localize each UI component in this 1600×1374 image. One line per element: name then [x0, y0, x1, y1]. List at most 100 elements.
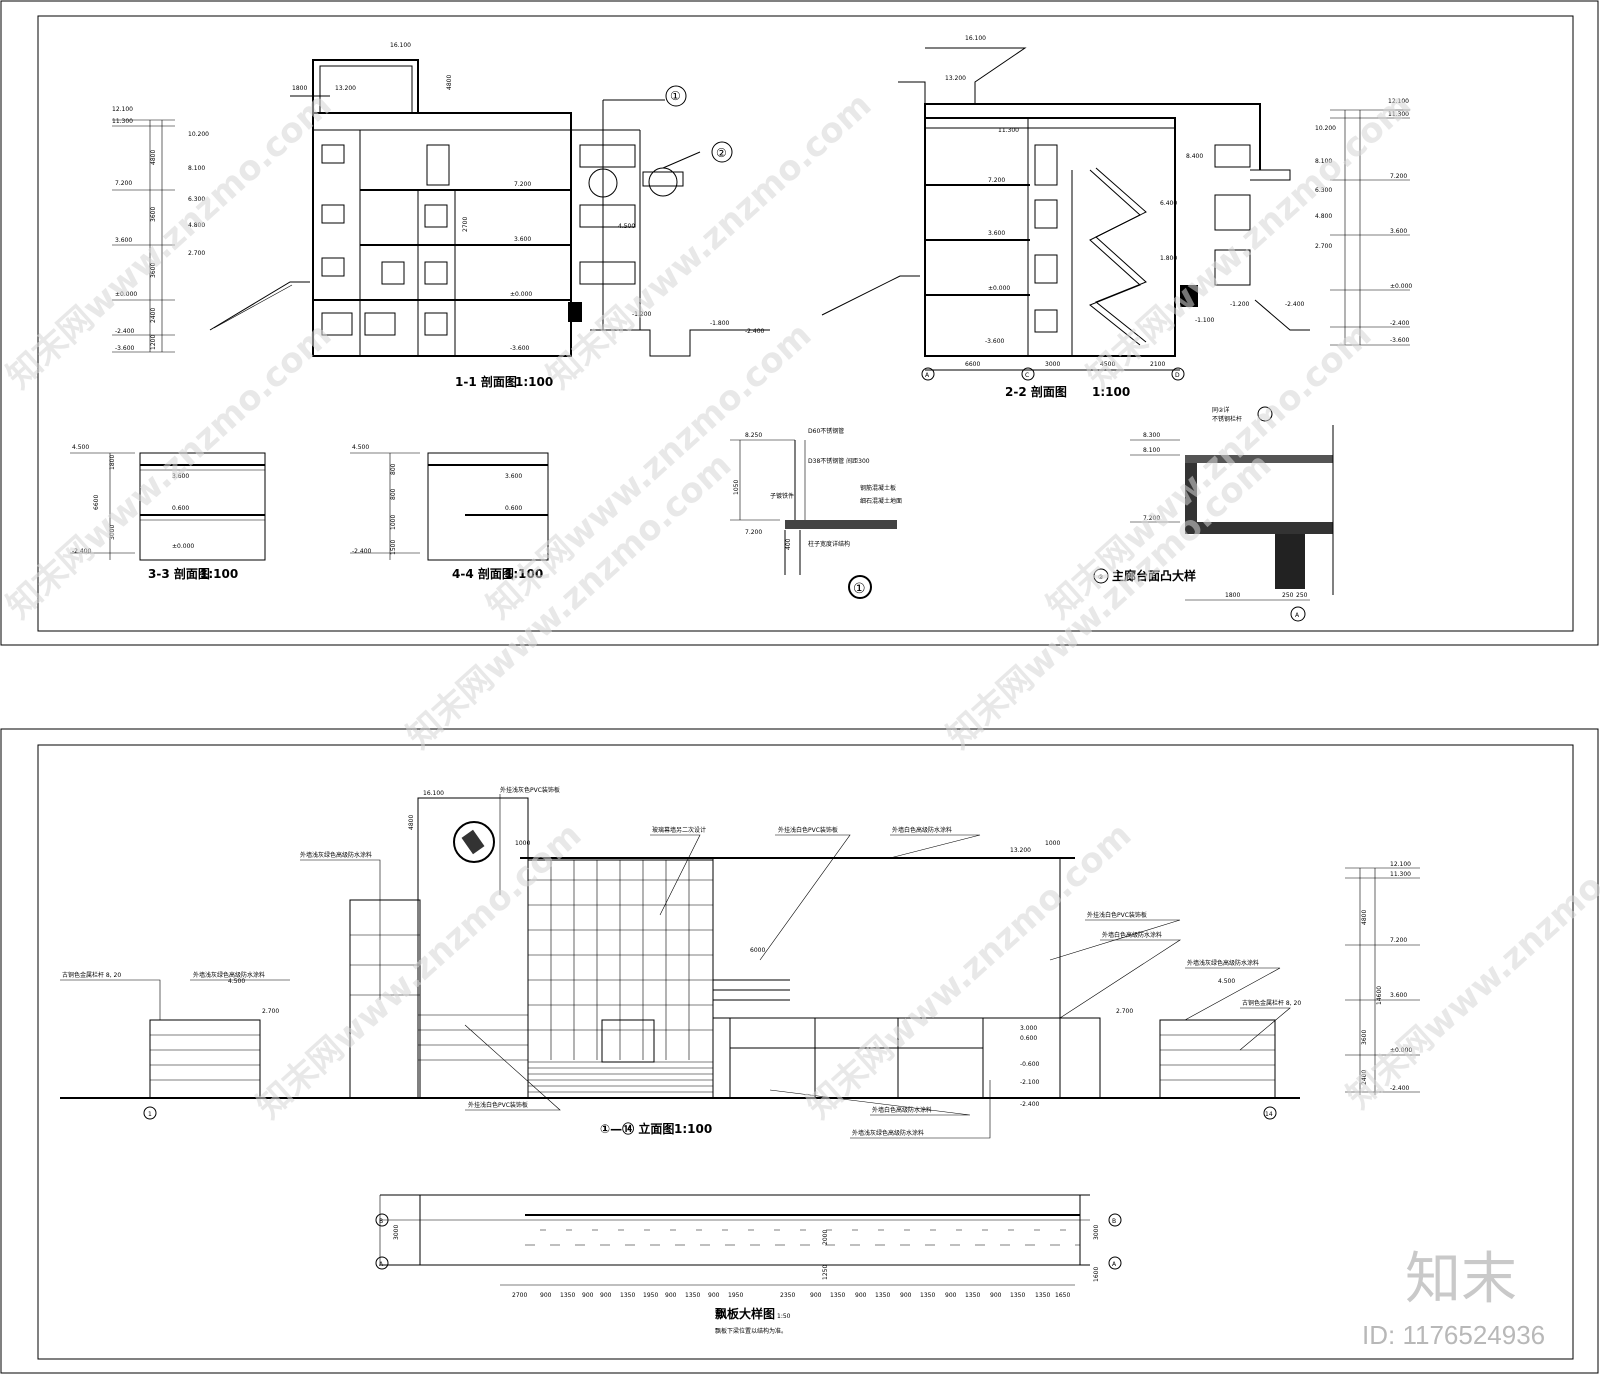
d2-title: 主廊台面凸大样	[1112, 568, 1196, 583]
detail-1: 8.250 7.200 1050 400 D60不锈钢管 D38不锈钢管 间距3…	[730, 427, 902, 599]
elev-lv-3: 2.700	[262, 1008, 279, 1015]
s33-lv-0: 4.500	[72, 444, 89, 451]
s11-elev-6: 4.800	[188, 222, 205, 229]
s22-stair-flights	[1089, 167, 1147, 346]
elev-note-6: 外挂浅白色PVC装饰板	[1087, 911, 1147, 919]
canopy-dim-21: 1350	[1010, 1292, 1025, 1299]
canopy-dim-10: 1950	[728, 1292, 743, 1299]
section-4-4: 4.500 3.600 0.600 -2.400 800 800 1000 15…	[350, 444, 549, 581]
d2-mark: ②	[1098, 574, 1104, 581]
canopy-scale: 1:50	[777, 1313, 791, 1320]
s11-elev-7: 3.600	[115, 237, 132, 244]
elev-lv-10: 4.500	[1218, 978, 1235, 985]
s44-lv-0: 4.500	[352, 444, 369, 451]
s44-dim-1: 800	[390, 488, 397, 500]
elev-lv-8: -2.100	[1020, 1079, 1040, 1086]
section-3-3: 4.500 3.600 0.600 ±0.000 -2.400 1800 300…	[70, 444, 266, 581]
s33-lv-3: ±0.000	[172, 543, 194, 550]
d2-dim-2: 250	[1296, 592, 1308, 599]
s11-lv-3: -1.200	[632, 311, 652, 318]
canopy-dim-8: 1350	[685, 1292, 700, 1299]
s44-dim-0: 800	[390, 463, 397, 475]
canopy-dim-18: 900	[945, 1292, 957, 1299]
elev-lv-7: -0.600	[1020, 1061, 1040, 1068]
s22-lv-1: 6.400	[1160, 200, 1177, 207]
s22-elev-9: ±0.000	[1390, 283, 1412, 290]
s44-lv-1: 3.600	[505, 473, 522, 480]
logo-zhimo: 知末	[1405, 1247, 1517, 1312]
elev-lv-11: 2.700	[1116, 1008, 1133, 1015]
canopy-dim-2: 1350	[560, 1292, 575, 1299]
d1-lv-1: 7.200	[745, 529, 762, 536]
s11-lv-0: 7.200	[514, 181, 531, 188]
s11-lv-1: 3.600	[514, 236, 531, 243]
watermark-8: 知末网www.znzmo.com	[939, 445, 1279, 757]
s22-elev-4: 7.200	[1390, 173, 1407, 180]
section-2-2: A C D 6600 3000 4500 2100 16.100 13.200 …	[821, 35, 1412, 399]
elev-note-2: 古铜色金属栏杆 8, 20	[62, 971, 121, 979]
canopy-dim-6: 1950	[643, 1292, 658, 1299]
s22-elev-7: 3.600	[1390, 228, 1407, 235]
s11-elev-1: 11.300	[112, 118, 133, 125]
elev-dim-2: 3600	[1361, 1030, 1368, 1045]
d1-label-5: 柱子宽度详结构	[808, 540, 850, 548]
elev-note-1: 外墙浅灰绿色高级防水涂料	[300, 851, 372, 859]
canopy-dim-9: 900	[708, 1292, 720, 1299]
canopy-dim-1: 900	[540, 1292, 552, 1299]
elev-lv-2: 4.500	[228, 978, 245, 985]
s33-lv-2: 0.600	[172, 505, 189, 512]
elev-dim-3: 2400	[1361, 1070, 1368, 1085]
watermark-11: 知末网www.znzmo.com	[1339, 805, 1600, 1117]
s11-elev-4: 7.200	[115, 180, 132, 187]
s22-axdim-0: 6600	[965, 361, 980, 368]
d1-label-3: 钢筋混凝土板	[860, 484, 896, 492]
elev-scale: 1:100	[674, 1122, 712, 1136]
s22-elev-11: -3.600	[1390, 337, 1410, 344]
d1-mark: ①	[853, 581, 866, 597]
elev-note-0: 外挂浅灰色PVC装饰板	[500, 786, 560, 794]
s44-lv-3: -2.400	[352, 548, 372, 555]
elev-title: ①—⑭ 立面图	[600, 1121, 674, 1136]
s33-scale: 1:100	[200, 567, 238, 581]
canopy-vdim-1: 3000	[1093, 1225, 1100, 1240]
elev-axis-1: 14	[1265, 1111, 1273, 1118]
s22-elev-0: 12.100	[1388, 98, 1409, 105]
s11-dim-4: 1200	[150, 335, 157, 350]
s22-top2: 13.200	[945, 75, 966, 82]
d2-dim-0: 1800	[1225, 592, 1240, 599]
s22-lv-10: 11.300	[998, 127, 1019, 134]
s22-scale: 1:100	[1092, 385, 1130, 399]
bottom-panel-border	[0, 728, 1599, 1374]
elev-r-1: 11.300	[1390, 871, 1411, 878]
s33-dim-2: 6600	[93, 495, 100, 510]
s22-axdim-3: 2100	[1150, 361, 1165, 368]
s11-side: 1800	[292, 85, 307, 92]
canopy-dim-14: 900	[855, 1292, 867, 1299]
elev-r-5: -2.400	[1390, 1085, 1410, 1092]
top-panel-border	[0, 0, 1599, 646]
s22-lv-3: -1.200	[1230, 301, 1250, 308]
s11-parapet	[312, 59, 419, 113]
canopy-axis-2: B	[1112, 1218, 1116, 1225]
canopy-dim-7: 900	[665, 1292, 677, 1299]
canopy-dim-17: 1350	[920, 1292, 935, 1299]
elev-lv-5: 3.000	[1020, 1025, 1037, 1032]
s22-top: 16.100	[965, 35, 986, 42]
canopy-vdim-0: 3000	[393, 1225, 400, 1240]
d1-lv-0: 8.250	[745, 432, 762, 439]
d2-axis: A	[1295, 612, 1300, 619]
canopy-dim-12: 900	[810, 1292, 822, 1299]
s11-elev-10: -2.400	[115, 328, 135, 335]
canopy-dim-3: 900	[582, 1292, 594, 1299]
canopy-note: 飘板下梁位置以结构为准。	[715, 1327, 787, 1335]
elev-lv-0: 16.100	[423, 790, 444, 797]
s22-lv-9: 7.200	[988, 177, 1005, 184]
elev-dim-6: 1000	[515, 840, 530, 847]
section-1-1: 12.100 11.300 10.200 8.100 7.200 6.300 4…	[112, 42, 770, 389]
d1-label-0: D60不锈钢管	[808, 427, 844, 435]
canopy-dim-13: 1350	[830, 1292, 845, 1299]
s22-lv-4: -1.100	[1195, 317, 1215, 324]
s33-dim-1: 3000	[109, 525, 116, 540]
image-id: ID: 1176524936	[1362, 1320, 1545, 1350]
